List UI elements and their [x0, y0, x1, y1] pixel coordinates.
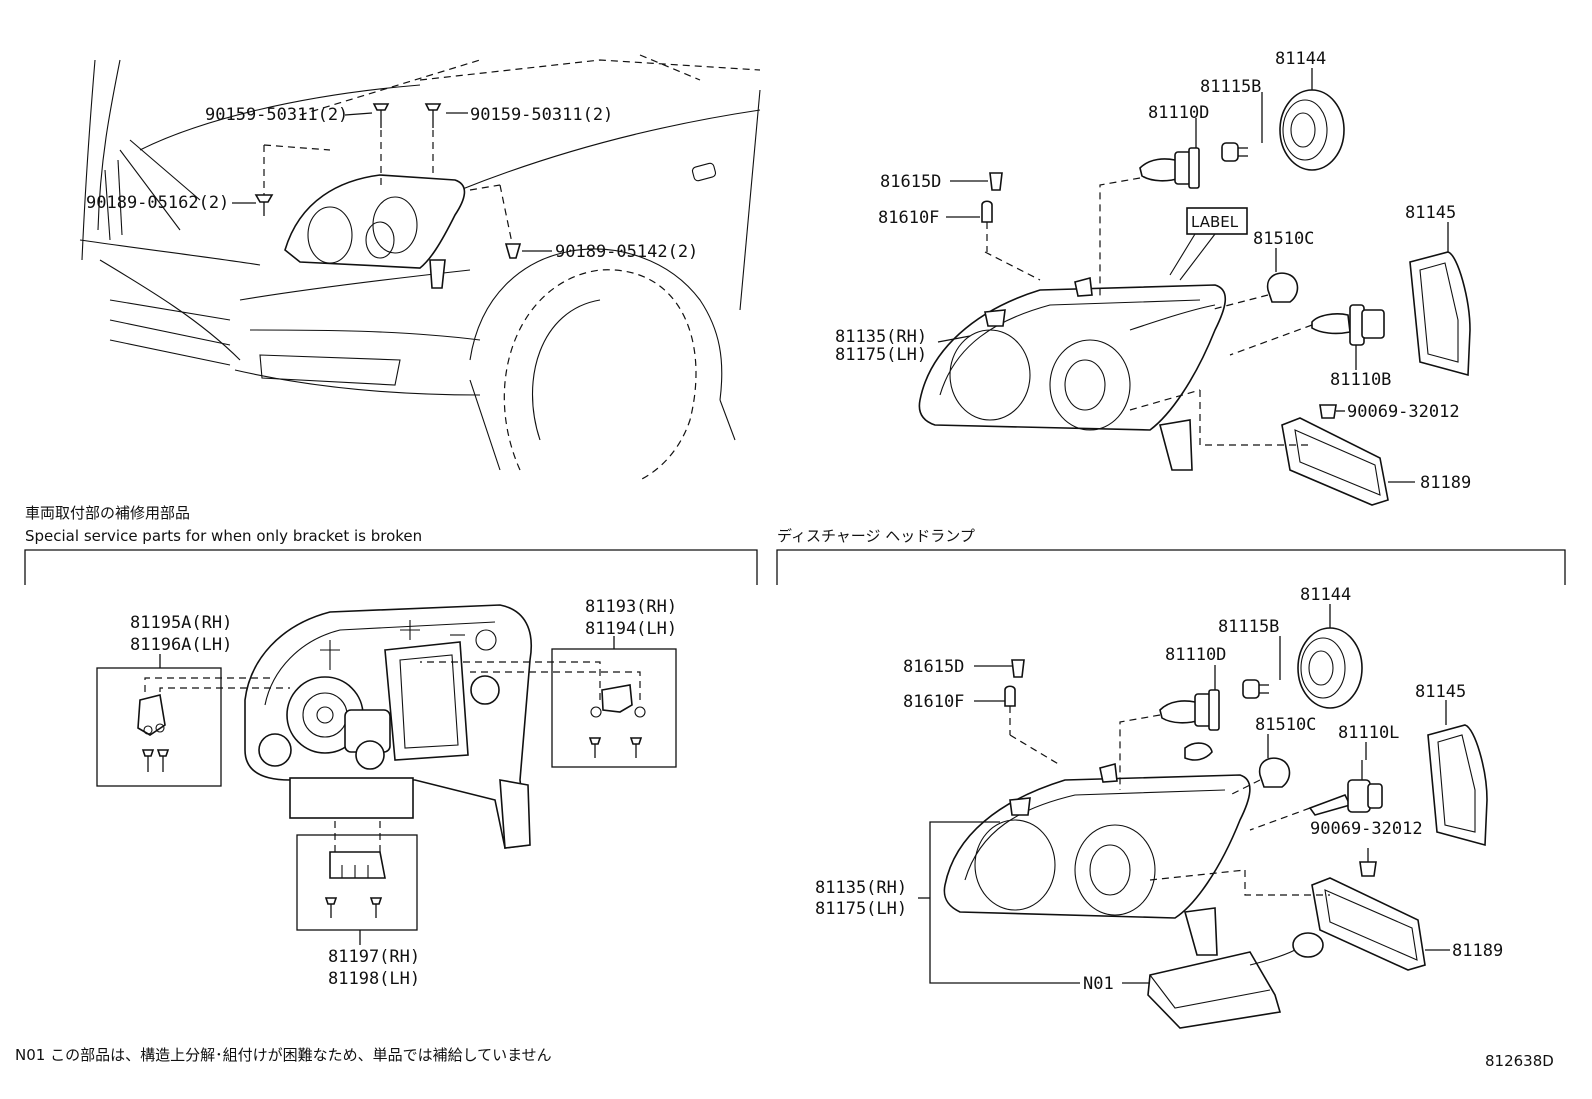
section-left-title-en: Special service parts for when only brac…: [25, 527, 422, 545]
label-clip-90189-05162: 90189-05162(2): [86, 193, 229, 213]
label-81135-rh-discharge: 81135(RH): [815, 878, 907, 898]
label-81175-lh-discharge: 81175(LH): [815, 899, 907, 919]
label-81135-rh-top: 81135(RH): [835, 327, 927, 347]
label-bolt-90159-50311-left: 90159-50311(2): [205, 105, 348, 125]
label-81196A-lh: 81196A(LH): [130, 635, 232, 655]
label-tag-text: LABEL: [1191, 213, 1239, 231]
label-N01: N01: [1083, 974, 1114, 994]
label-81110D-top: 81110D: [1148, 103, 1209, 123]
vehicle-front-illustration: [79, 54, 761, 481]
label-81144-top: 81144: [1275, 49, 1326, 69]
label-81110D-discharge: 81110D: [1165, 645, 1226, 665]
label-90069-32012-discharge: 90069-32012: [1310, 819, 1423, 839]
label-81189-discharge: 81189: [1452, 941, 1503, 961]
label-81144-discharge: 81144: [1300, 585, 1351, 605]
label-81110L-discharge: 81110L: [1338, 723, 1399, 743]
label-81193-rh: 81193(RH): [585, 597, 677, 617]
drawing-id: 812638D: [1485, 1052, 1554, 1070]
section-left-title-jp: 車両取付部の補修用部品: [25, 504, 190, 522]
label-90069-32012-top: 90069-32012: [1347, 402, 1460, 422]
label-81194-lh: 81194(LH): [585, 619, 677, 639]
bracket-kit-81197: [296, 818, 418, 945]
label-81145-discharge: 81145: [1415, 682, 1466, 702]
label-81610F-discharge: 81610F: [903, 692, 964, 712]
label-81145-top: 81145: [1405, 203, 1456, 223]
label-81115B-discharge: 81115B: [1218, 617, 1279, 637]
section-right-bracket: [776, 549, 1566, 585]
label-81115B-top: 81115B: [1200, 77, 1261, 97]
label-81195A-rh: 81195A(RH): [130, 613, 232, 633]
label-81615D-discharge: 81615D: [903, 657, 964, 677]
label-clip-90189-05142: 90189-05142(2): [555, 242, 698, 262]
label-81197-rh: 81197(RH): [328, 947, 420, 967]
label-81610F-top: 81610F: [878, 208, 939, 228]
footer-note: N01 この部品は、構造上分解･組付けが困難なため、単品では補給していません: [15, 1046, 552, 1064]
headlamp-rear-view: [244, 604, 532, 849]
bracket-kit-81193: [420, 636, 677, 768]
bracket-kit-81195A: [96, 654, 290, 787]
label-81110B-top: 81110B: [1330, 370, 1391, 390]
discharge-headlamp-assembly: [918, 604, 1488, 1029]
label-81510C-discharge: 81510C: [1255, 715, 1316, 735]
label-bolt-90159-50311-right: 90159-50311(2): [470, 105, 613, 125]
section-left-bracket: [24, 549, 758, 585]
label-81175-lh-top: 81175(LH): [835, 345, 927, 365]
label-81198-lh: 81198(LH): [328, 969, 420, 989]
halogen-headlamp-assembly: [918, 68, 1471, 506]
label-81189-top: 81189: [1420, 473, 1471, 493]
section-right-title-jp: ディスチャージ ヘッドランプ: [777, 527, 975, 545]
label-81510C-top: 81510C: [1253, 229, 1314, 249]
label-81615D-top: 81615D: [880, 172, 941, 192]
